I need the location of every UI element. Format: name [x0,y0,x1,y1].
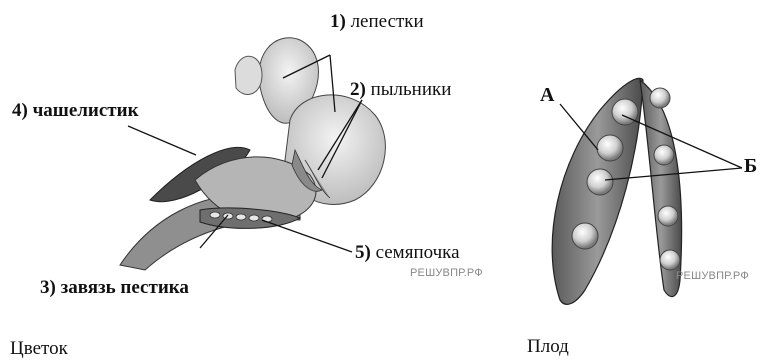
label-ovule-text: семяпочка [376,242,460,263]
label-ovule: 5) семяпочка [355,243,460,262]
flower-watermark: РЕШУВПР.РФ [410,267,483,279]
label-sepal-num: 4) [12,100,28,121]
label-ovary: 3) завязь пестика [40,278,189,297]
label-anthers-text: пыльники [371,79,452,100]
label-sepal: 4) чашелистик [12,101,139,120]
label-sepal-text: чашелистик [33,100,139,121]
label-ovary-text: завязь пестика [61,277,189,298]
fruit-watermark: РЕШУВПР.РФ [676,270,749,282]
caption-fruit: Плод [527,336,569,358]
label-ovary-num: 3) [40,277,56,298]
label-anthers-num: 2) [350,79,366,100]
label-ovule-num: 5) [355,242,371,263]
label-petals: 1) лепестки [330,12,424,31]
petal-small [235,56,262,94]
label-petals-text: лепестки [351,11,424,32]
caption-flower: Цветок [10,338,68,360]
label-anthers: 2) пыльники [350,80,451,99]
label-petals-num: 1) [330,11,346,32]
label-letter-b: Б [744,155,757,178]
label-letter-a: А [540,84,554,107]
